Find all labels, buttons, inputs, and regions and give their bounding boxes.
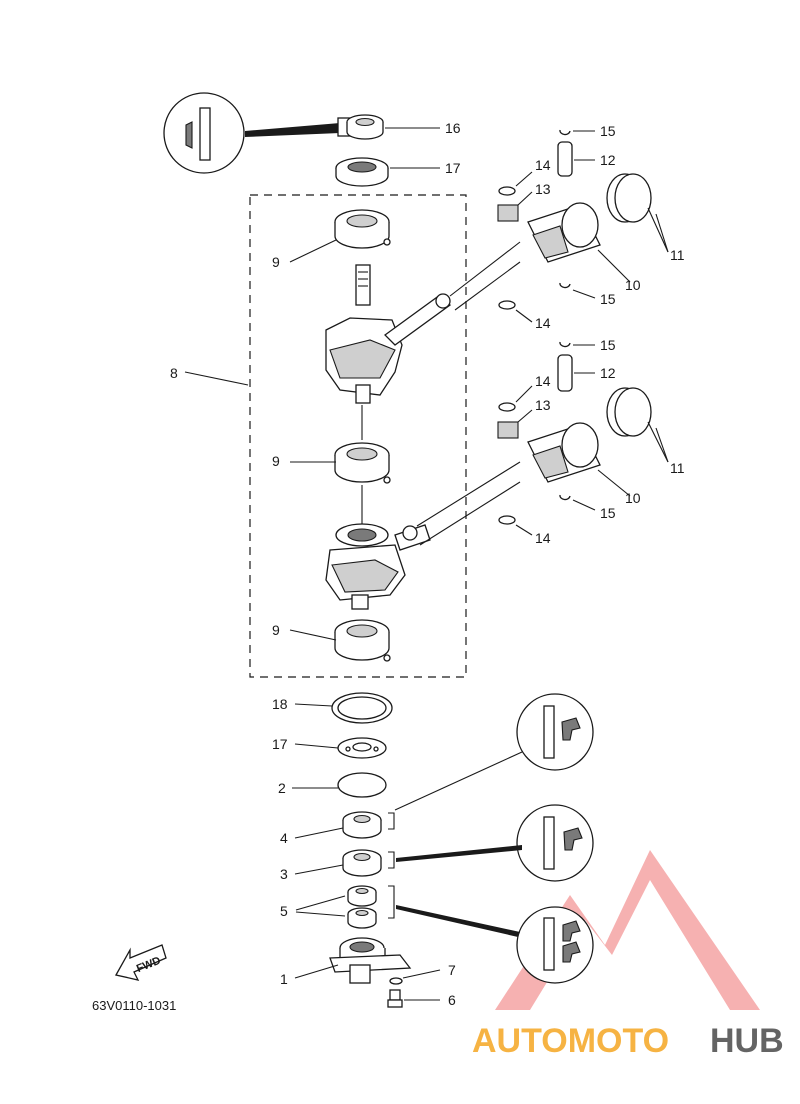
- label-5: 5: [280, 903, 288, 919]
- bearing-9-middle: [334, 405, 391, 484]
- label-14-b: 14: [535, 315, 551, 331]
- o-ring-18: [331, 692, 393, 724]
- oil-seals-5: [347, 885, 395, 929]
- detail-circle-seal-16: [163, 92, 340, 174]
- label-13-a: 13: [535, 181, 551, 197]
- detail-circle-seal-4: [394, 693, 594, 811]
- seal-17-lower: [337, 737, 387, 759]
- label-15-a: 15: [600, 123, 616, 139]
- fwd-arrow-icon: FWD: [115, 944, 167, 981]
- detail-circle-seals-5: [396, 905, 594, 984]
- label-9-middle: 9: [272, 453, 280, 469]
- label-2: 2: [278, 780, 286, 796]
- label-14-d: 14: [535, 530, 551, 546]
- seal-17-top: [335, 157, 389, 187]
- label-8: 8: [170, 365, 178, 381]
- label-12-a: 12: [600, 152, 616, 168]
- label-17-top: 17: [445, 160, 461, 176]
- label-6: 6: [448, 992, 456, 1008]
- piston-lower: [527, 422, 601, 483]
- label-7: 7: [448, 962, 456, 978]
- label-14-a: 14: [535, 157, 551, 173]
- label-9-bottom: 9: [272, 622, 280, 638]
- bearing-9-top: [334, 209, 391, 249]
- oil-seal-3: [342, 849, 395, 877]
- connecting-rod-lower: [394, 461, 521, 551]
- diagram-code: 63V0110-1031: [92, 998, 176, 1013]
- label-16: 16: [445, 120, 461, 136]
- oil-seal-4: [342, 811, 395, 839]
- piston-upper: [527, 202, 601, 263]
- label-12-b: 12: [600, 365, 616, 381]
- label-18: 18: [272, 696, 288, 712]
- label-15-c: 15: [600, 337, 616, 353]
- label-11-b: 11: [670, 460, 685, 476]
- label-10-b: 10: [625, 490, 641, 506]
- crankshaft-assembly-box: [249, 194, 467, 678]
- label-17-lower: 17: [272, 736, 288, 752]
- label-10-a: 10: [625, 277, 641, 293]
- o-ring-2: [337, 772, 387, 798]
- label-11-a: 11: [670, 247, 685, 263]
- label-1: 1: [280, 971, 288, 987]
- label-3: 3: [280, 866, 288, 882]
- lower-bearing-housing-1: [329, 937, 412, 984]
- label-15-b: 15: [600, 291, 616, 307]
- bolt-6: [387, 989, 403, 1008]
- crankshaft-upper: [325, 264, 403, 404]
- label-13-b: 13: [535, 397, 551, 413]
- label-4: 4: [280, 830, 288, 846]
- piston-rings-lower: [606, 387, 652, 437]
- piston-rings-upper: [606, 173, 652, 223]
- crankshaft-lower: [325, 523, 406, 610]
- washer-7: [389, 977, 403, 985]
- label-14-c: 14: [535, 373, 551, 389]
- bearing-9-bottom: [334, 619, 391, 662]
- detail-circle-seal-3: [396, 804, 594, 882]
- label-15-d: 15: [600, 505, 616, 521]
- connecting-rod-upper: [384, 241, 521, 346]
- label-9-top: 9: [272, 254, 280, 270]
- oil-seal-16: [337, 114, 384, 140]
- watermark-text-1: AUTOMOTO: [472, 1022, 669, 1060]
- watermark-text-2: HUB: [710, 1022, 784, 1060]
